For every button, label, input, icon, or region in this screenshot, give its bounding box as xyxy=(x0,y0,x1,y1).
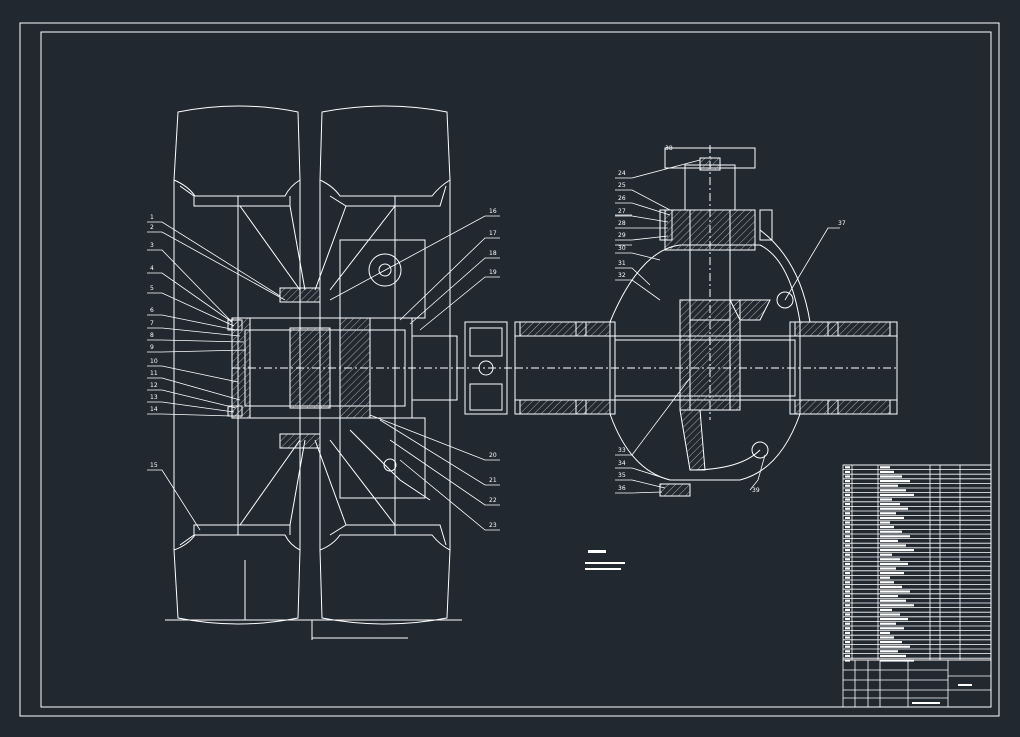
right-top-callout: 37 xyxy=(838,220,846,227)
callout-19: 19 xyxy=(489,269,497,276)
callout-18: 18 xyxy=(489,250,497,257)
left-right-callouts: 16 17 18 19 xyxy=(489,208,497,276)
callout-5: 5 xyxy=(150,285,154,292)
technical-requirements-notes xyxy=(585,550,625,570)
callout-6: 6 xyxy=(150,307,154,314)
callout-20: 20 xyxy=(489,452,497,459)
inner-border xyxy=(40,31,992,708)
final-drive-assembly xyxy=(514,145,898,497)
left-tire-callout: 15 xyxy=(150,462,158,469)
parts-list-table xyxy=(842,464,992,662)
callout-17: 17 xyxy=(489,230,497,237)
callout-10: 10 xyxy=(150,358,158,365)
callout-3: 3 xyxy=(150,242,154,249)
callout-34: 34 xyxy=(618,460,626,467)
callout-26: 26 xyxy=(618,195,626,202)
callout-29: 29 xyxy=(618,232,626,239)
callout-30: 30 xyxy=(618,245,626,252)
callout-31: 31 xyxy=(618,260,626,267)
callout-21: 21 xyxy=(489,477,497,484)
callout-16: 16 xyxy=(489,208,497,215)
title-block xyxy=(842,659,992,708)
callout-36: 36 xyxy=(618,485,626,492)
callout-28: 28 xyxy=(618,220,626,227)
callout-7: 7 xyxy=(150,320,154,327)
callout-1: 1 xyxy=(150,214,154,221)
right-leader-lines xyxy=(615,159,840,494)
wheel-hub-assembly xyxy=(165,105,512,640)
callout-14: 14 xyxy=(150,406,158,413)
callout-9: 9 xyxy=(150,344,154,351)
callout-23: 23 xyxy=(489,522,497,529)
callout-12: 12 xyxy=(150,382,158,389)
callout-11: 11 xyxy=(150,370,158,377)
callout-2: 2 xyxy=(150,224,154,231)
right-bottom-side-callout: 39 xyxy=(752,487,760,494)
callout-25: 25 xyxy=(618,182,626,189)
callout-35: 35 xyxy=(618,472,626,479)
callout-33: 33 xyxy=(618,447,626,454)
right-callouts: 24 25 26 27 28 29 30 31 32 xyxy=(618,170,626,279)
callout-24: 24 xyxy=(618,170,626,177)
callout-27: 27 xyxy=(618,208,626,215)
right-side-callout: 38 xyxy=(665,145,673,152)
right-bottom-callouts: 33 34 35 36 xyxy=(618,447,626,492)
callout-32: 32 xyxy=(618,272,626,279)
callout-8: 8 xyxy=(150,332,154,339)
callout-4: 4 xyxy=(150,265,154,272)
callout-13: 13 xyxy=(150,394,158,401)
left-leader-lines xyxy=(147,215,500,531)
outer-border xyxy=(19,22,1000,717)
callout-22: 22 xyxy=(489,497,497,504)
left-bottom-callouts: 20 21 22 23 xyxy=(489,452,497,529)
